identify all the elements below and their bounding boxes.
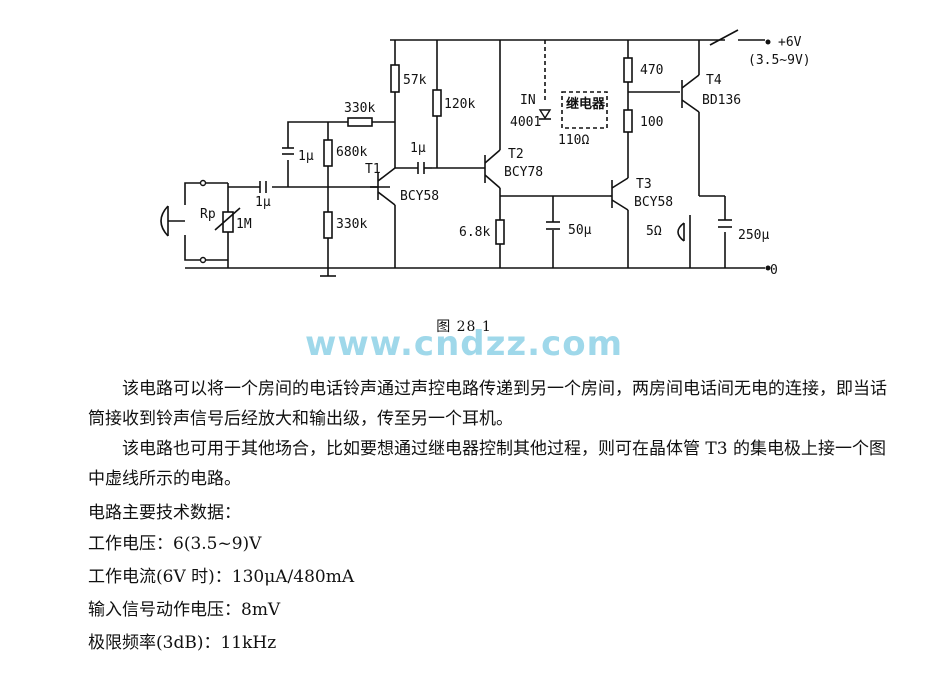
label-c-in1: 1μ bbox=[255, 195, 271, 210]
label-t1-type: BCY58 bbox=[400, 189, 439, 204]
spec-item: 工作电流(6V 时)：130μA/480mA bbox=[88, 567, 355, 587]
transistor-t1-icon bbox=[370, 167, 396, 206]
label-diode-num: 4001 bbox=[510, 115, 541, 130]
label-t3: T3 bbox=[636, 177, 652, 192]
label-r120k: 120k bbox=[444, 97, 475, 112]
microphone-icon bbox=[160, 205, 185, 237]
transistor-t3-icon bbox=[610, 177, 629, 211]
label-relay: 继电器 bbox=[566, 96, 606, 112]
spec-item: 输入信号动作电压：8mV bbox=[88, 600, 281, 620]
label-supply-range: (3.5~9V) bbox=[748, 53, 811, 68]
label-t2-type: BCY78 bbox=[504, 165, 543, 180]
label-t4-type: BD136 bbox=[702, 93, 741, 108]
transistor-t4-icon bbox=[681, 74, 700, 113]
label-r330k-top: 330k bbox=[344, 101, 375, 116]
transistor-t2-icon bbox=[484, 149, 501, 189]
label-r330k-bottom: 330k bbox=[336, 217, 367, 232]
wires bbox=[184, 29, 771, 277]
label-t1: T1 bbox=[365, 162, 381, 177]
label-t4: T4 bbox=[706, 73, 722, 88]
label-r100: 100 bbox=[640, 115, 663, 130]
paragraph-1: 该电路可以将一个房间的电话铃声通过声控电路传递到另一个房间，两房间电话间无电的连… bbox=[88, 379, 887, 429]
label-earphone: 5Ω bbox=[646, 224, 662, 239]
label-rp-value: 1M bbox=[236, 217, 252, 232]
diode-icon bbox=[538, 109, 552, 120]
label-r680k: 680k bbox=[336, 145, 367, 160]
article-text: 该电路可以将一个房间的电话铃声通过声控电路传递到另一个房间，两房间电话间无电的连… bbox=[88, 374, 888, 660]
label-ground: 0 bbox=[770, 263, 778, 278]
label-relay-res: 110Ω bbox=[558, 133, 589, 148]
labels: +6V (3.5~9V) 0 Rp 1M 1μ 1μ 330k 680k 330… bbox=[200, 35, 811, 278]
components bbox=[160, 57, 732, 245]
label-r57k: 57k bbox=[403, 73, 427, 88]
label-r6-8k: 6.8k bbox=[459, 225, 490, 240]
circuit-schematic: +6V (3.5~9V) 0 Rp 1M 1μ 1μ 330k 680k 330… bbox=[160, 29, 811, 278]
figure-caption: 图 28.1 bbox=[436, 319, 492, 335]
label-c-coupling: 1μ bbox=[410, 141, 426, 156]
label-c-in2: 1μ bbox=[298, 149, 314, 164]
label-diode: IN bbox=[520, 93, 536, 108]
specs-list: 工作电压：6(3.5~9)V 工作电流(6V 时)：130μA/480mA 输入… bbox=[88, 528, 888, 660]
label-c50u: 50μ bbox=[568, 223, 592, 238]
label-supply: +6V bbox=[778, 35, 802, 50]
spec-item: 极限频率(3dB)：11kHz bbox=[88, 633, 277, 653]
specs-title: 电路主要技术数据： bbox=[88, 503, 241, 523]
watermark: www.cndzz.com bbox=[304, 324, 624, 364]
label-c250u: 250μ bbox=[738, 228, 769, 243]
label-t2: T2 bbox=[508, 147, 524, 162]
earphone-icon bbox=[677, 222, 685, 242]
spec-item: 工作电压：6(3.5~9)V bbox=[88, 534, 262, 554]
label-rp: Rp bbox=[200, 207, 216, 222]
paragraph-2: 该电路也可用于其他场合，比如要想通过继电器控制其他过程，则可在晶体管 T3 的集… bbox=[88, 439, 886, 489]
label-t3-type: BCY58 bbox=[634, 195, 673, 210]
label-r470: 470 bbox=[640, 63, 663, 78]
